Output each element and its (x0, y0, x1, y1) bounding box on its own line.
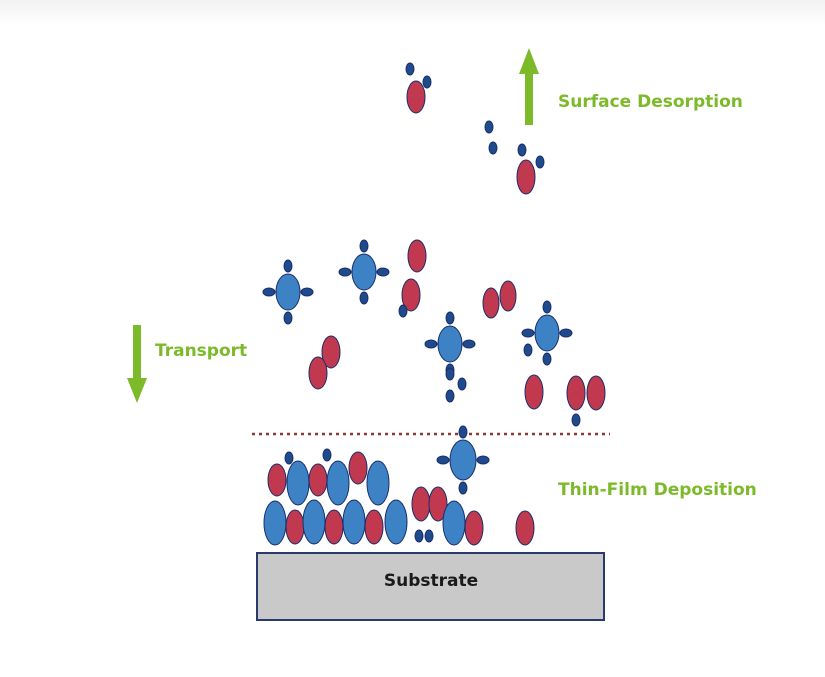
blue-atom (302, 499, 326, 545)
blue-atom (286, 460, 310, 506)
small-atom (405, 62, 415, 76)
red-atom (524, 374, 544, 410)
small-atom (284, 451, 294, 465)
small-atom (484, 120, 494, 134)
blue-atom (326, 460, 350, 506)
small-atom (359, 239, 369, 253)
red-atom (364, 509, 384, 545)
small-atom (542, 300, 552, 314)
transport-arrow-head (127, 378, 147, 403)
red-atom (267, 463, 287, 497)
transport-label: Transport (155, 341, 248, 361)
small-atom (445, 389, 455, 403)
small-atom (300, 287, 314, 297)
small-atom (523, 343, 533, 357)
small-atom (457, 377, 467, 391)
thin-film-deposition-label: Thin-Film Deposition (558, 480, 757, 500)
blue-atom (342, 499, 366, 545)
blue-atom (263, 500, 287, 546)
red-atom (516, 159, 536, 195)
red-atom (515, 510, 535, 546)
small-atom (559, 328, 573, 338)
blue-atom (366, 460, 390, 506)
red-atom (406, 80, 426, 114)
red-atom (499, 280, 517, 312)
small-atom (458, 425, 468, 439)
red-atom (348, 451, 368, 485)
red-atom (401, 278, 421, 312)
red-atom (285, 509, 305, 545)
small-atom (462, 339, 476, 349)
blue-molecule (351, 253, 377, 291)
small-atom (488, 141, 498, 155)
small-atom (445, 311, 455, 325)
red-atom (308, 356, 328, 390)
small-atom (476, 455, 490, 465)
small-atom (283, 259, 293, 273)
surface-desorption-label: Surface Desorption (558, 92, 743, 112)
small-atom (359, 291, 369, 305)
small-atom (542, 352, 552, 366)
small-atom (424, 339, 438, 349)
red-atom (321, 335, 341, 369)
blue-molecule (534, 314, 560, 352)
blue-molecule (449, 439, 477, 481)
small-atom (376, 267, 390, 277)
blue-molecule (275, 273, 301, 311)
red-atom (411, 486, 431, 522)
red-atom (308, 463, 328, 497)
desorption-arrow-head (519, 48, 539, 74)
red-atom (586, 375, 606, 411)
small-atom (322, 448, 332, 462)
substrate (256, 552, 605, 621)
blue-atom (442, 500, 466, 546)
small-atom (535, 155, 545, 169)
small-atom (414, 529, 424, 543)
small-atom (445, 367, 455, 381)
red-atom (464, 510, 484, 546)
red-atom (324, 509, 344, 545)
small-atom (422, 75, 432, 89)
red-atom (428, 486, 448, 522)
red-atom (482, 287, 500, 319)
small-atom (338, 267, 352, 277)
transport-arrow-shaft (133, 325, 141, 380)
blue-molecule (437, 325, 463, 363)
small-atom (521, 328, 535, 338)
small-atom (458, 481, 468, 495)
small-atom (398, 304, 408, 318)
small-atom (283, 311, 293, 325)
small-atom (571, 413, 581, 427)
red-atom (566, 375, 586, 411)
red-atom (407, 239, 427, 273)
blue-atom (384, 499, 408, 545)
small-atom (436, 455, 450, 465)
desorption-arrow-shaft (525, 72, 533, 125)
small-atom (262, 287, 276, 297)
substrate-label: Substrate (383, 571, 479, 591)
small-atom (424, 529, 434, 543)
small-atom (517, 143, 527, 157)
